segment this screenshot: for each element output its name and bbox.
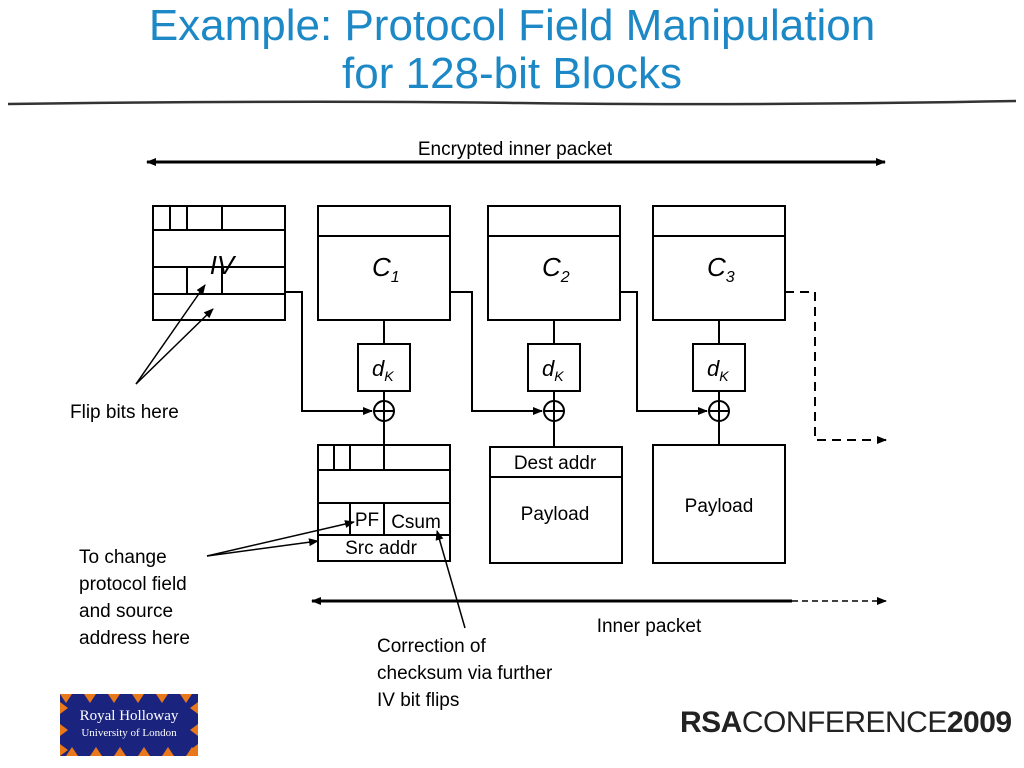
- dest-addr-label: Dest addr: [514, 453, 597, 474]
- plaintext-block-3: [652, 444, 786, 564]
- chain-arrow-c3: [785, 291, 887, 444]
- iv-label: IV: [210, 250, 237, 280]
- plaintext-block-1: [317, 444, 451, 562]
- rsa-conference-logo: RSACONFERENCE2009: [680, 706, 1012, 739]
- title-underline: [7, 99, 1017, 106]
- xor-icon: [373, 400, 395, 422]
- decrypt-label-3: dK: [707, 356, 729, 384]
- csum-field-label: Csum: [391, 512, 441, 533]
- royal-holloway-logo: Royal Holloway University of London: [60, 694, 198, 756]
- flip-bits-label: Flip bits here: [70, 402, 179, 423]
- encrypted-label: Encrypted inner packet: [418, 139, 613, 160]
- iv-block: [152, 205, 286, 321]
- cipher-label-1: C1: [372, 252, 400, 286]
- chain-arrow-c2: [620, 291, 708, 415]
- decrypt-label-2: dK: [542, 356, 564, 384]
- royal-holloway-wordmark: Royal Holloway University of London: [68, 703, 190, 747]
- xor-icon: [543, 400, 565, 422]
- flip-arrow-1: [135, 284, 206, 385]
- payload-label-3: Payload: [685, 496, 754, 517]
- title-line-1: Example: Protocol Field Manipulation: [148, 1, 876, 50]
- correction-label: Correction of checksum via further IV bi…: [377, 636, 558, 711]
- payload-label-2: Payload: [521, 504, 590, 525]
- chain-arrow-iv: [285, 291, 373, 415]
- title-line-2: for 128-bit Blocks: [342, 49, 682, 98]
- cipher-label-2: C2: [542, 252, 570, 286]
- chain-arrow-c1: [450, 291, 543, 415]
- change-label: To change protocol field and source addr…: [79, 547, 192, 649]
- flip-arrow-2: [135, 308, 214, 385]
- cipher-label-3: C3: [707, 252, 735, 286]
- decrypt-box-1: [357, 343, 411, 392]
- correction-arrow: [435, 530, 466, 629]
- decrypt-box-3: [692, 343, 746, 392]
- plaintext-block-2: [489, 446, 623, 564]
- slide-title: Example: Protocol Field Manipulation for…: [0, 2, 1024, 98]
- xor-icon: [708, 400, 730, 422]
- decrypt-label-1: dK: [372, 356, 394, 384]
- change-arrow-pf: [206, 520, 355, 557]
- inner-packet-label: Inner packet: [597, 616, 702, 637]
- change-arrow-src: [206, 538, 319, 557]
- pf-field-label: PF: [355, 510, 379, 531]
- src-addr-label: Src addr: [345, 538, 417, 559]
- cipher-block-3: [652, 205, 786, 321]
- decrypt-box-2: [527, 343, 581, 392]
- cipher-block-1: [317, 205, 451, 321]
